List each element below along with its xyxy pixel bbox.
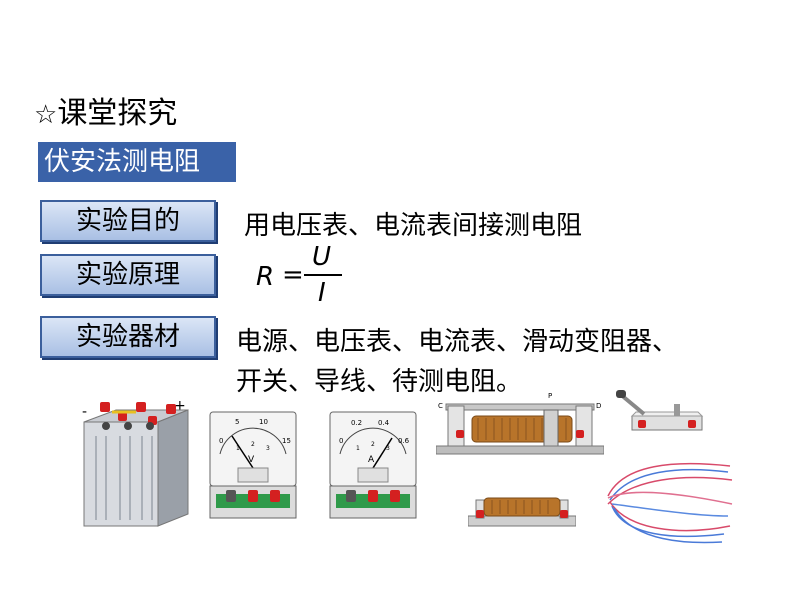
ohm-formula: R = U I: [256, 242, 356, 310]
voltmeter-small-tick-2: 2: [251, 441, 255, 448]
equipment-text-line1: 电源、电压表、电流表、滑动变阻器、: [236, 327, 679, 357]
switch-image: [616, 390, 704, 431]
formula-r: R: [256, 262, 275, 292]
ammeter-small-tick-3: 3: [386, 445, 390, 452]
ammeter-unit: A: [368, 455, 375, 465]
formula-numerator: U: [312, 242, 332, 272]
topic-banner: 伏安法测电阻: [38, 142, 236, 182]
voltmeter-unit: V: [248, 455, 255, 465]
voltmeter-tick-0: 0: [219, 437, 223, 445]
star-icon: ☆: [34, 100, 58, 130]
battery-minus-label: -: [82, 404, 87, 420]
ammeter-tick-0: 0: [339, 437, 343, 445]
ammeter-small-tick-2: 2: [371, 441, 375, 448]
equipment-text-line2: 开关、导线、待测电阻。: [236, 367, 523, 397]
label-purpose: 实验目的: [40, 200, 216, 242]
battery-pack-image: - +: [82, 398, 189, 527]
resistor-image: [468, 497, 576, 527]
section-title: 课堂探究: [57, 96, 178, 131]
voltmeter-tick-3: 15: [282, 437, 291, 445]
ammeter-tick-1: 0.2: [351, 419, 362, 427]
voltmeter-tick-1: 5: [235, 418, 239, 426]
wires-image: [607, 462, 733, 544]
voltmeter-small-tick-3: 3: [266, 445, 270, 452]
ammeter-tick-2: 0.4: [378, 419, 390, 427]
ammeter-tick-3: 0.6: [398, 437, 410, 445]
rheostat-label-d: D: [596, 402, 601, 410]
purpose-text: 用电压表、电流表间接测电阻: [244, 211, 583, 241]
rheostat-image: C P D A B: [436, 392, 604, 456]
ammeter-image: 0 0.2 0.4 0.6 1 2 3 A: [329, 411, 417, 519]
fraction-bar: [304, 274, 342, 276]
label-equipment: 实验器材: [40, 316, 216, 358]
voltmeter-small-tick-1: 1: [236, 445, 240, 452]
voltmeter-image: 0 5 10 15 1 2 3 V: [209, 411, 297, 519]
label-principle: 实验原理: [40, 254, 216, 296]
formula-denominator: I: [318, 278, 326, 308]
formula-equals: =: [282, 260, 304, 290]
rheostat-label-p: P: [548, 392, 552, 400]
voltmeter-tick-2: 10: [259, 418, 268, 426]
ammeter-small-tick-1: 1: [356, 445, 360, 452]
rheostat-label-c: C: [438, 402, 443, 410]
section-heading: ☆课堂探究: [34, 96, 177, 133]
battery-plus-label: +: [174, 398, 186, 414]
